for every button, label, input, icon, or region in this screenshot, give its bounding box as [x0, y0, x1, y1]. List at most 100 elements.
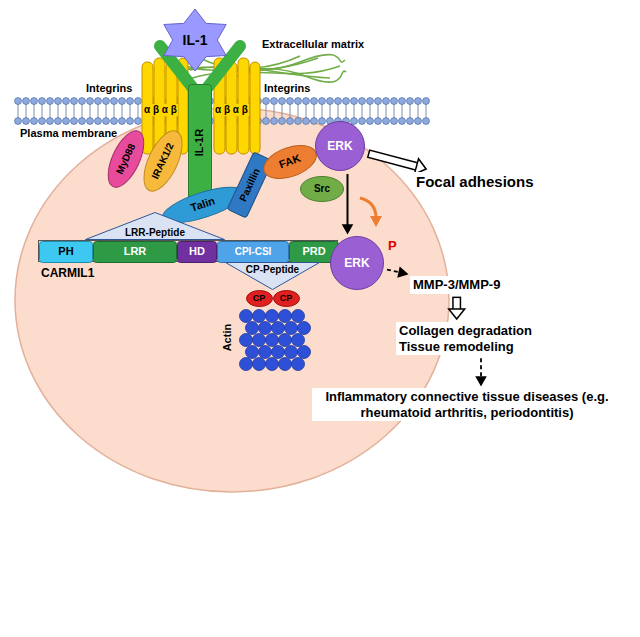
lipid-head: [47, 98, 54, 105]
lipid-head: [71, 98, 78, 105]
arrow-outline: [452, 297, 461, 310]
lipid-head: [311, 118, 318, 125]
protein-ellipse-text: Src: [314, 183, 330, 195]
lipid-tail: [402, 104, 403, 118]
cytokine-star: IL-1: [158, 8, 232, 72]
lipid-tail: [298, 104, 299, 118]
lipid-head: [79, 118, 86, 125]
lipid-tail: [266, 104, 267, 118]
lipid-tail: [130, 104, 131, 118]
domain-box-fill: [94, 242, 177, 263]
actin-bead: [292, 334, 305, 347]
lipid-head: [319, 118, 326, 125]
lipid-head: [39, 98, 46, 105]
lipid-tail: [306, 104, 307, 118]
lipid-tail: [346, 104, 347, 118]
lipid-tail: [354, 104, 355, 118]
lipid-head: [399, 118, 406, 125]
actin-bead: [292, 358, 305, 371]
lipid-tail: [138, 104, 139, 118]
lipid-head: [31, 118, 38, 125]
actin-bead: [240, 334, 253, 347]
lipid-head: [351, 98, 358, 105]
lipid-head: [135, 118, 142, 125]
lipid-tail: [330, 104, 331, 118]
lipid-tail: [106, 104, 107, 118]
part-label: Integrins: [264, 82, 310, 95]
lipid-tail: [426, 104, 427, 118]
protein-ellipse-fill: [136, 125, 190, 196]
actin-bead: [246, 346, 259, 359]
lipid-tail: [386, 104, 387, 118]
lipid-tail: [314, 104, 315, 118]
lipid-head: [111, 118, 118, 125]
lipid-head: [375, 98, 382, 105]
phospho-label: P: [388, 238, 397, 254]
peptide-triangle-text: CP-Peptide: [246, 264, 299, 276]
connector-arrow: [477, 358, 486, 385]
lipid-tail: [122, 104, 123, 118]
kinase-circle: ERK: [330, 236, 384, 290]
domain-box-text: HD: [189, 245, 205, 258]
arrow-head: [477, 377, 486, 385]
lipid-head: [271, 118, 278, 125]
domain-box: CPI-CSI: [217, 241, 289, 263]
protein-ellipse-fill: [301, 177, 344, 202]
part-label: Actin: [221, 318, 234, 358]
lipid-head: [111, 98, 118, 105]
lipid-head: [423, 98, 430, 105]
actin-bead: [259, 346, 272, 359]
lipid-head: [103, 98, 110, 105]
actin-bead: [298, 322, 311, 335]
lipid-tail: [34, 104, 35, 118]
capping-protein-text: CP: [280, 293, 293, 304]
lipid-tail: [338, 104, 339, 118]
lipid-tail: [90, 104, 91, 118]
lipid-head: [311, 98, 318, 105]
lipid-head: [263, 118, 270, 125]
capping-protein: CP: [246, 290, 273, 307]
receptor-stem-fill: [189, 85, 212, 202]
lipid-head: [399, 98, 406, 105]
lipid-tail: [370, 104, 371, 118]
domain-box-fill: [178, 242, 217, 263]
actin-bead: [279, 358, 292, 371]
lipid-head: [63, 98, 70, 105]
connector-arrow: [387, 268, 407, 277]
lipid-tail: [410, 104, 411, 118]
arrow-head: [398, 268, 407, 277]
lipid-head: [79, 98, 86, 105]
lipid-head: [391, 118, 398, 125]
lipid-head: [263, 98, 270, 105]
lipid-tail: [362, 104, 363, 118]
domain-box: LRR: [93, 241, 177, 263]
lipid-tail: [82, 104, 83, 118]
lipid-head: [95, 118, 102, 125]
domain-bar: CARMIL1PHLRRHDCPI-CSIPRD: [38, 240, 338, 262]
region-label: Extracellular matrix: [262, 38, 364, 51]
capping-protein-fill: [273, 291, 299, 307]
lipid-tail: [42, 104, 43, 118]
lipid-tail: [394, 104, 395, 118]
lipid-head: [287, 118, 294, 125]
lipid-head: [383, 98, 390, 105]
outcome-text: Focal adhesions: [413, 172, 537, 192]
actin-bead: [285, 346, 298, 359]
lipid-tail: [18, 104, 19, 118]
actin-bead: [272, 322, 285, 335]
domain-box-text: PRD: [302, 245, 325, 258]
actin-bead: [266, 358, 279, 371]
actin-bead: [266, 310, 279, 323]
arrow-line: [387, 270, 400, 273]
capping-protein-text: CP: [253, 293, 266, 304]
lipid-head: [15, 98, 22, 105]
capping-protein: CP: [273, 290, 300, 307]
lipid-head: [359, 98, 366, 105]
lipid-head: [39, 118, 46, 125]
outcome-text: MMP-3/MMP-9: [410, 276, 503, 294]
part-label: Integrins: [86, 82, 132, 95]
